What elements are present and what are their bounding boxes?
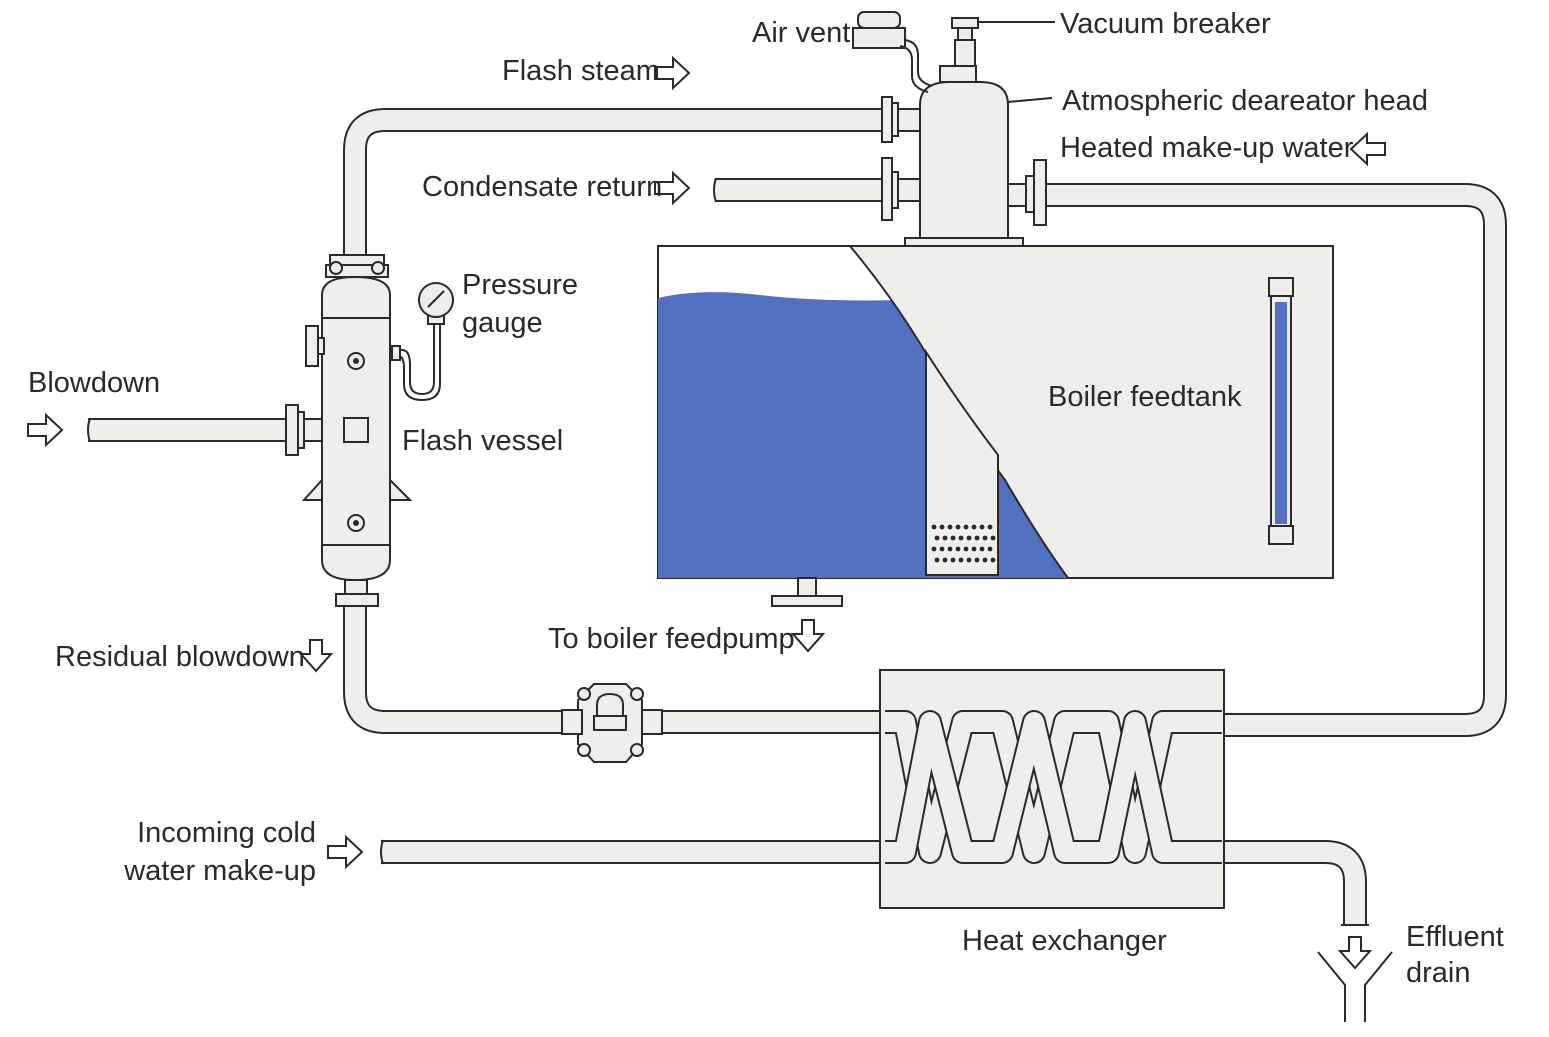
flash-vessel [301,254,413,607]
heat-exchanger-label: Heat exchanger [962,925,1167,957]
effluent-drain-funnel-icon [1317,951,1393,1022]
perforation-hole [974,557,980,563]
atmospheric-deaerator-head [904,65,1024,247]
perforation-hole [934,535,940,541]
effluent-drain-arrow-icon [1337,936,1373,970]
perforation-hole [979,546,985,552]
perforation-hole [963,524,969,530]
perforation-hole [963,546,969,552]
blowdown-pipe-end [87,417,91,443]
perforation-hole [982,557,988,563]
cold-water-label-line1: Incoming cold [137,817,316,849]
condensate-pipe-end [713,177,717,203]
perforation-hole [958,557,964,563]
flash-steam-label: Flash steam [502,55,660,87]
perforation-hole [990,535,996,541]
incoming-cold-water-arrow-icon [327,834,364,870]
steam-trap-icon [561,683,663,763]
dip-tube-perforations [931,524,996,563]
perforation-hole [934,557,940,563]
deaerator-head-leader-line [1007,97,1053,103]
perforation-hole [990,557,996,563]
perforation-hole [955,524,961,530]
perforation-hole [947,524,953,530]
cold-water-label-line2: water make-up [123,855,316,887]
to-boiler-feedpump-arrow-icon [790,619,826,653]
condensate-return-label: Condensate return [422,171,662,203]
perforation-hole [955,546,961,552]
sight-glass [1268,277,1294,545]
air-vent-icon [852,11,933,93]
pressure-gauge-label-line2: gauge [462,307,543,339]
to-boiler-feedpump-label: To boiler feedpump [548,623,795,655]
perforation-hole [971,546,977,552]
perforation-hole [942,535,948,541]
heated-make-up-water-pipe [1005,183,1507,737]
perforation-hole [971,524,977,530]
perforation-hole [979,524,985,530]
effluent-drain-label-line2: drain [1406,957,1471,989]
perforation-hole [950,535,956,541]
pressure-gauge-label-line1: Pressure [462,269,578,301]
perforation-hole [939,524,945,530]
boiler-feedtank-label: Boiler feedtank [1048,381,1242,413]
perforation-hole [987,546,993,552]
perforation-hole [939,546,945,552]
flash-steam-pipe [343,108,925,255]
residual-blowdown-arrow-icon [298,639,334,673]
condensate-return-arrow-icon [654,170,691,206]
perforation-hole [966,557,972,563]
flash-steam-arrow-icon [654,55,691,91]
vacuum-breaker-label: Vacuum breaker [1060,8,1271,40]
perforation-hole [966,535,972,541]
perforation-hole [958,535,964,541]
heated-make-up-water-arrow-icon [1349,131,1386,167]
residual-blowdown-label: Residual blowdown [55,641,305,673]
perforation-hole [931,524,937,530]
cold-water-pipe-end [380,839,384,865]
air-vent-label: Air vent [752,17,850,49]
pressure-gauge-icon [390,282,454,402]
feedpump-outlet [771,577,843,607]
effluent-drain-pipe [1222,840,1367,925]
flanges [285,96,1047,456]
perforation-hole [931,546,937,552]
boiler-feedtank [657,245,1334,579]
perforation-hole [942,557,948,563]
effluent-drain-label-line1: Effluent [1406,921,1504,953]
vacuum-breaker-icon [951,17,1055,67]
deaerator-head-label: Atmospheric deareator head [1062,85,1428,117]
perforation-hole [982,535,988,541]
perforation-hole [947,546,953,552]
residual-blowdown-pipe [343,600,885,734]
blowdown-label: Blowdown [28,367,160,399]
perforation-hole [950,557,956,563]
deaerator-dip-tube [925,348,999,576]
perforation-hole [987,524,993,530]
flash-vessel-label: Flash vessel [402,425,563,457]
perforation-hole [974,535,980,541]
heated-make-up-water-label: Heated make-up water [1060,132,1354,164]
blowdown-arrow-icon [27,412,64,448]
heat-exchanger [879,669,1225,909]
